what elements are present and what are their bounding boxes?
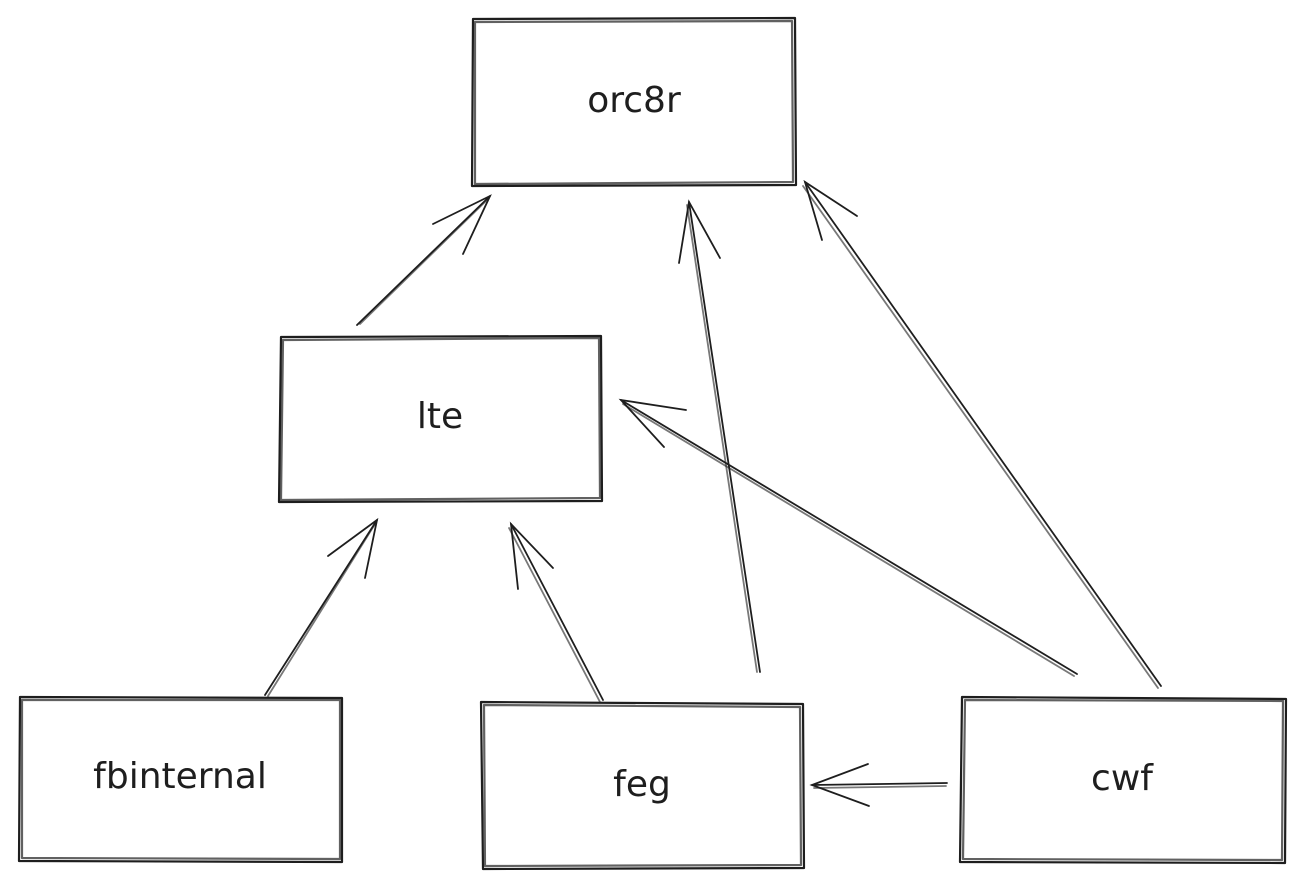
edge-feg-to-lte: [508, 521, 604, 703]
node-feg: feg: [479, 700, 806, 871]
node-feg-label: feg: [613, 764, 671, 805]
edge-feg-to-orc8r: [678, 199, 761, 673]
node-orc8r-label: orc8r: [587, 80, 681, 121]
node-cwf-label: cwf: [1091, 758, 1154, 799]
edge-cwf-to-lte: [618, 398, 1078, 677]
node-lte: lte: [277, 334, 604, 504]
node-fbinternal-label: fbinternal: [93, 756, 267, 797]
node-orc8r: orc8r: [470, 16, 798, 188]
edge-fbinternal-to-lte: [264, 517, 379, 697]
edge-cwf-to-orc8r: [802, 179, 1162, 689]
node-cwf: cwf: [958, 695, 1288, 865]
edge-lte-to-orc8r: [356, 194, 492, 326]
node-lte-label: lte: [417, 396, 463, 437]
node-fbinternal: fbinternal: [17, 695, 344, 864]
edge-cwf-to-feg: [809, 763, 948, 807]
